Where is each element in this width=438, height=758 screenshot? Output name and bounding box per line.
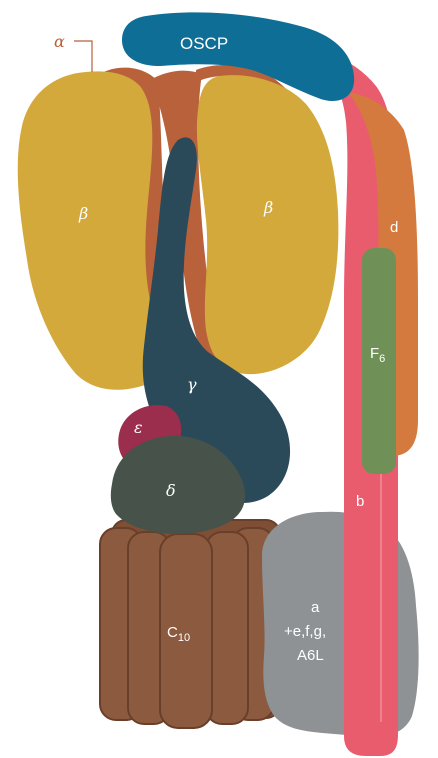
delta-label: δ [166, 481, 176, 500]
a-label-line1: a [311, 599, 320, 616]
beta-subunit-left [18, 71, 155, 389]
a-label-line3: A6L [297, 647, 324, 664]
a-label-line2: +e,f,g, [284, 623, 326, 640]
alpha-label: α [54, 32, 65, 51]
gamma-label: γ [187, 375, 197, 394]
beta-subunit-right [197, 75, 338, 374]
beta-left-label: β [78, 204, 88, 223]
beta-right-label: β [263, 198, 273, 217]
oscp-label: OSCP [180, 34, 228, 53]
b-label: b [356, 493, 364, 510]
epsilon-label: ε [134, 418, 143, 437]
f6-subscript: 6 [379, 353, 385, 365]
d-label: d [390, 219, 398, 236]
alpha-callout-line [74, 41, 92, 72]
c10-main: C [167, 624, 178, 641]
c10-subscript: 10 [178, 632, 190, 644]
f6-main: F [370, 345, 379, 362]
c10-ring [100, 520, 280, 728]
